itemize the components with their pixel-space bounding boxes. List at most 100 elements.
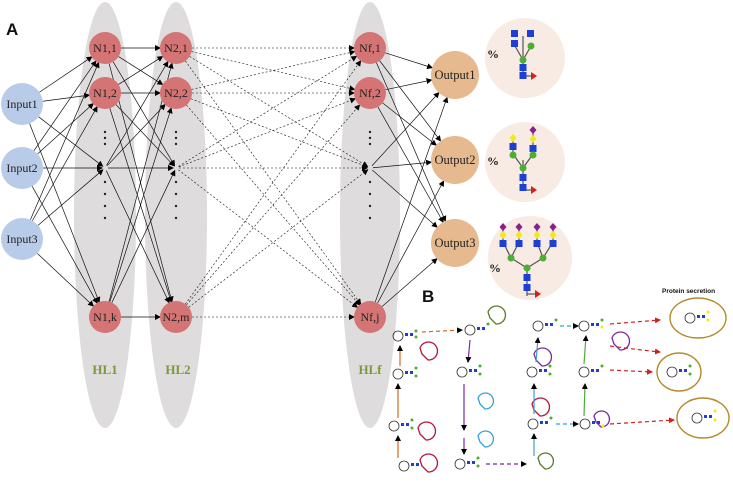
hl1-node-k-label: N1,k bbox=[93, 310, 117, 324]
connection-40 bbox=[185, 60, 362, 305]
output-node-1 bbox=[431, 51, 479, 99]
connection-37 bbox=[178, 97, 357, 168]
hidden-layer-f: Nf,1 Nf,2 Nf,j bbox=[354, 32, 386, 333]
output-label-3: Output3 bbox=[435, 236, 476, 250]
panel-b-label: B bbox=[422, 287, 434, 306]
input-node-3 bbox=[1, 218, 43, 260]
vesicle-3 bbox=[676, 397, 730, 439]
connection-26 bbox=[111, 169, 176, 303]
protein-secretion-label: Protein secretion bbox=[662, 288, 715, 295]
hl1-label: HL1 bbox=[92, 362, 117, 377]
connection-47 bbox=[385, 78, 433, 91]
hl2-node-1-label: N2,1 bbox=[164, 41, 188, 55]
hl2-node-2 bbox=[160, 77, 192, 109]
connection-23 bbox=[105, 170, 170, 304]
connection-24 bbox=[108, 62, 174, 302]
output-label-1: Output1 bbox=[435, 68, 476, 82]
percent-label-2: % bbox=[487, 154, 499, 168]
hlf-node-j-label: Nf,j bbox=[361, 310, 380, 324]
output-layer: Output1 Output2 Output3 bbox=[431, 51, 479, 267]
output-node-2 bbox=[431, 136, 479, 184]
connection-50 bbox=[371, 91, 440, 167]
connection-2 bbox=[38, 116, 104, 167]
connection-14 bbox=[112, 61, 175, 167]
dashed-connections bbox=[178, 45, 369, 320]
connection-39 bbox=[178, 169, 359, 308]
hlf-label: HLf bbox=[358, 362, 382, 377]
input-label-2: Input2 bbox=[6, 161, 37, 175]
connection-11 bbox=[37, 253, 95, 307]
input-label-1: Input1 bbox=[6, 97, 37, 111]
connection-8 bbox=[30, 61, 100, 220]
connection-7 bbox=[31, 186, 98, 304]
pathway-glycans bbox=[401, 310, 717, 468]
output-label-2: Output2 bbox=[435, 153, 476, 167]
hlf-node-j bbox=[354, 301, 386, 333]
connection-20 bbox=[106, 60, 169, 166]
connection-55 bbox=[381, 258, 438, 307]
enzymes bbox=[417, 305, 631, 473]
connection-4 bbox=[33, 60, 97, 151]
connection-21 bbox=[106, 103, 166, 167]
percent-label-3: % bbox=[489, 261, 501, 275]
hl2-node-2-label: N2,2 bbox=[164, 86, 188, 100]
solid-connections bbox=[29, 45, 449, 320]
hl1-node-k bbox=[89, 301, 121, 333]
connection-53 bbox=[374, 96, 449, 303]
connection-16 bbox=[118, 56, 164, 85]
connection-30 bbox=[189, 56, 369, 167]
connection-1 bbox=[42, 92, 91, 102]
input-node-2 bbox=[1, 147, 43, 189]
hlf-node-1-label: Nf,1 bbox=[359, 41, 381, 55]
hl1-node-1 bbox=[89, 32, 121, 64]
glycan-output-1: % bbox=[485, 18, 565, 98]
glycan-structure-1 bbox=[511, 30, 537, 80]
hlf-node-2-label: Nf,2 bbox=[359, 86, 381, 100]
pathway-arrows bbox=[395, 317, 675, 467]
vesicle-2 bbox=[656, 352, 702, 392]
connection-18 bbox=[115, 104, 175, 167]
connection-41 bbox=[186, 104, 361, 306]
glycan-structure-2 bbox=[509, 126, 537, 194]
input-layer: Input1 Input2 Input3 bbox=[1, 83, 43, 260]
panel-b-pathway: Protein secretion bbox=[388, 288, 730, 473]
percent-label-1: % bbox=[487, 47, 499, 61]
output-node-3 bbox=[431, 219, 479, 267]
connection-48 bbox=[382, 102, 437, 146]
input-node-1 bbox=[1, 83, 43, 125]
glycan-structure-3 bbox=[499, 223, 557, 298]
connection-0 bbox=[39, 56, 93, 93]
glycan-output-3: % bbox=[488, 216, 572, 300]
hl1-node-2-label: N1,2 bbox=[93, 86, 117, 100]
connection-44 bbox=[385, 52, 434, 70]
connection-34 bbox=[190, 98, 369, 168]
hl2-node-m-label: N2,m bbox=[163, 310, 191, 324]
connection-36 bbox=[178, 55, 358, 167]
hl2-node-1 bbox=[160, 32, 192, 64]
connection-51 bbox=[372, 159, 433, 169]
connection-3 bbox=[29, 123, 101, 304]
hidden-layer-1: N1,1 N1,2 N1,k bbox=[89, 32, 121, 333]
panel-a-label: A bbox=[6, 20, 18, 39]
hl2-node-m bbox=[160, 301, 192, 333]
input-label-3: Input3 bbox=[6, 232, 37, 246]
ellipsis-dots bbox=[103, 130, 372, 220]
glycan-output-2: % bbox=[485, 122, 565, 202]
hl2-label: HL2 bbox=[165, 362, 190, 377]
hlf-node-1 bbox=[354, 32, 386, 64]
connection-45 bbox=[379, 60, 442, 142]
protein-folds bbox=[388, 312, 703, 472]
connection-10 bbox=[37, 169, 104, 226]
hl1-node-1-label: N1,1 bbox=[93, 41, 117, 55]
hlf-node-2 bbox=[354, 77, 386, 109]
hl1-node-2 bbox=[89, 77, 121, 109]
layer-bands bbox=[74, 2, 400, 428]
hidden-layer-2: N2,1 N2,2 N2,m bbox=[160, 32, 192, 333]
connection-54 bbox=[377, 180, 445, 304]
connection-9 bbox=[32, 106, 98, 221]
connection-5 bbox=[37, 103, 94, 155]
connection-25 bbox=[109, 107, 173, 302]
connection-52 bbox=[372, 169, 438, 228]
connection-42 bbox=[188, 169, 369, 308]
